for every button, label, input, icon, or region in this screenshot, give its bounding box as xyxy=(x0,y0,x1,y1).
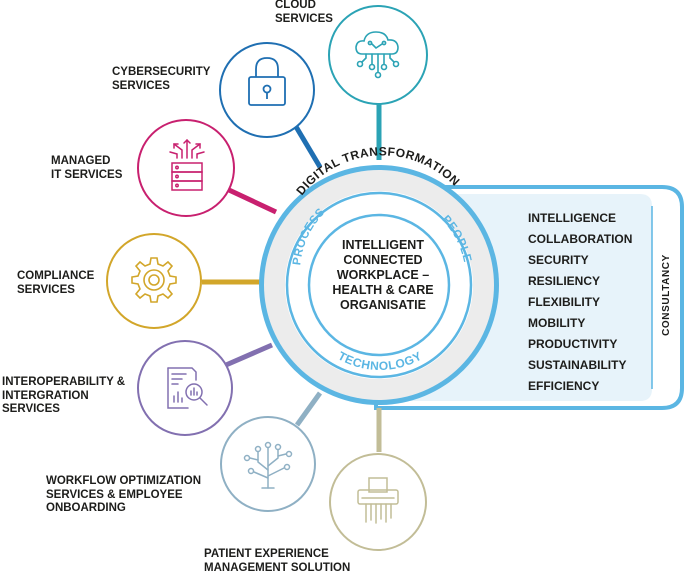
center-title: INTELLIGENT CONNECTED WORKPLACE – HEALTH… xyxy=(332,238,434,312)
managed-it-services-node xyxy=(137,119,235,217)
central-rings xyxy=(259,165,499,405)
benefit-item: EFFICIENCY xyxy=(528,379,600,393)
circuit-tree-icon xyxy=(243,441,293,489)
benefit-item: FLEXIBILITY xyxy=(528,295,600,309)
shredder-icon xyxy=(357,477,399,524)
benefit-item: PRODUCTIVITY xyxy=(528,337,618,351)
benefit-item: SECURITY xyxy=(528,253,589,267)
consultancy-label: CONSULTANCY xyxy=(661,254,672,336)
cloud-services-node xyxy=(328,5,428,105)
document-search-icon xyxy=(167,367,208,409)
lock-icon xyxy=(248,57,286,106)
server-arrows-icon xyxy=(169,138,205,191)
connector-lines xyxy=(202,103,382,452)
interoperability-services-node xyxy=(137,340,233,436)
compliance-services-node xyxy=(106,233,202,329)
benefit-item: INTELLIGENCE xyxy=(528,211,617,225)
patient-experience-node xyxy=(329,453,427,551)
benefit-item: COLLABORATION xyxy=(528,232,633,246)
cloud-network-icon xyxy=(355,31,400,79)
benefit-item: SUSTAINABILITY xyxy=(528,358,627,372)
workflow-optimization-node xyxy=(220,416,316,512)
benefit-item: MOBILITY xyxy=(528,316,586,330)
benefit-item: RESILIENCY xyxy=(528,274,601,288)
benefits-list: INTELLIGENCE COLLABORATION SECURITY RESI… xyxy=(528,208,632,397)
cybersecurity-services-node xyxy=(219,42,315,138)
gear-icon xyxy=(131,257,177,303)
